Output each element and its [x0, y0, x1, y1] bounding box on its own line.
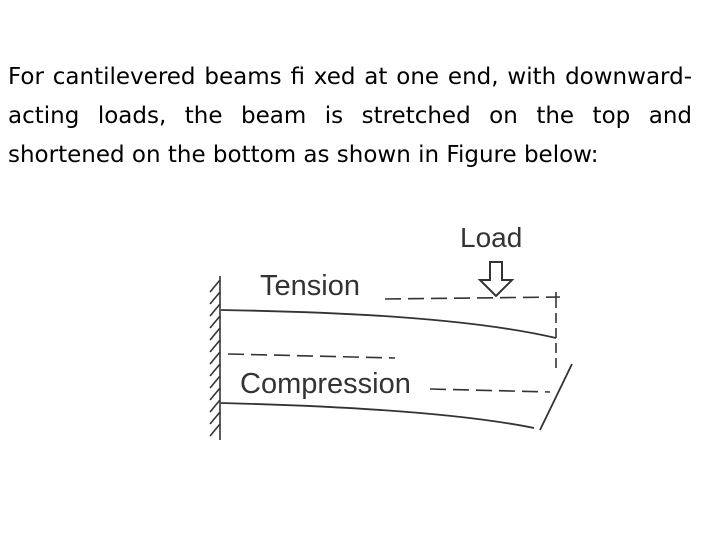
down-arrow-icon [477, 261, 515, 298]
load-label: Load [460, 222, 523, 253]
compression-label: Compression [240, 368, 411, 400]
body-paragraph: For cantilevered beams fi xed at one end… [8, 64, 692, 168]
beam-top-edge [220, 309, 557, 339]
beam-free-end [539, 363, 573, 431]
neutral-axis-line [227, 353, 396, 359]
bottom-reference-line [429, 388, 551, 393]
wall-hatch-marks [209, 279, 221, 437]
cantilever-beam-figure: Load Tension Compression [190, 218, 590, 460]
beam-diagram [209, 261, 573, 440]
wall-hatch-icon [209, 276, 221, 440]
top-reference-line [384, 296, 561, 300]
reference-lines [227, 296, 561, 393]
beam-bottom-edge [220, 402, 535, 429]
tension-label: Tension [260, 270, 360, 302]
